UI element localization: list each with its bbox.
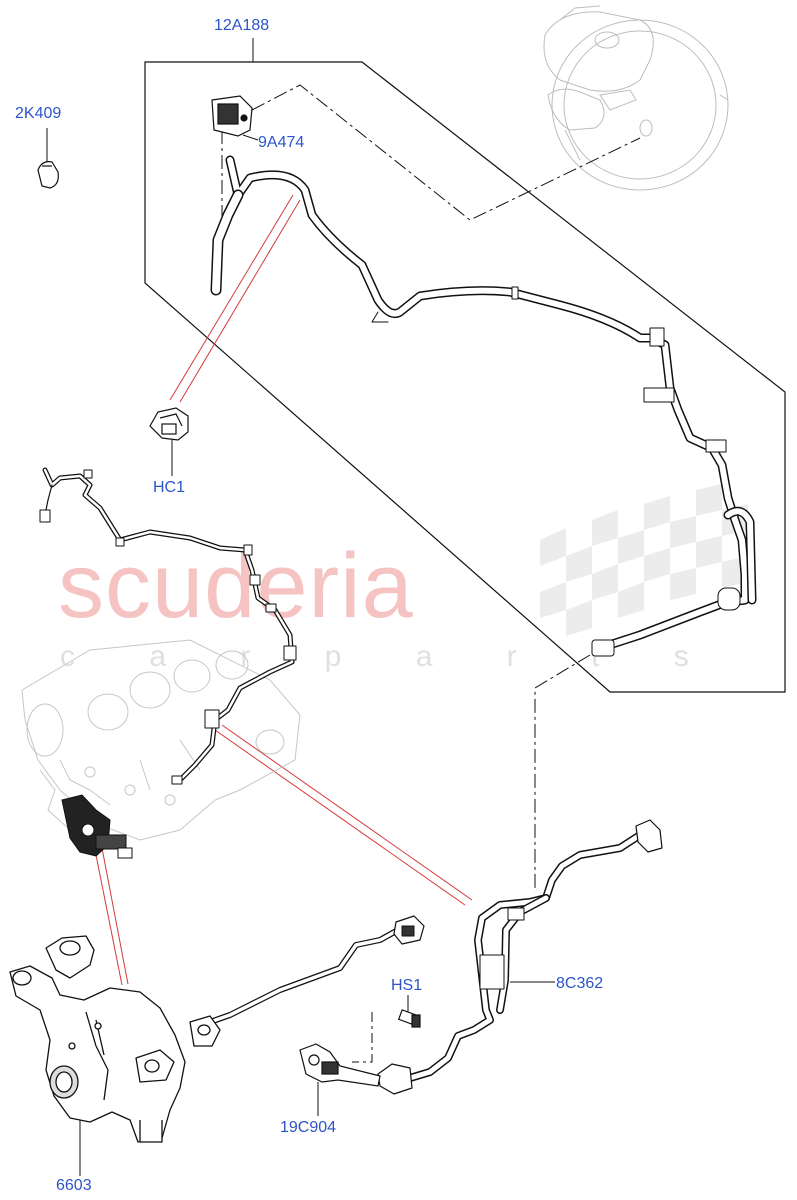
engine-block-ghost [21, 639, 301, 841]
callout-19C904[interactable]: 19C904 [280, 1119, 337, 1136]
sensor-harness-8C362 [377, 819, 663, 1095]
callout-12A188[interactable]: 12A188 [214, 17, 270, 34]
callout-8C362[interactable]: 8C362 [556, 975, 604, 992]
clip-2K409 [37, 161, 59, 189]
dashdot-sensor-to-booster [251, 84, 641, 221]
red-leader-lines [94, 194, 473, 986]
vacuum-sensor-9A474 [211, 95, 253, 137]
callout-HC1[interactable]: HC1 [153, 479, 186, 496]
callout-9A474[interactable]: 9A474 [258, 134, 305, 151]
callout-2K409[interactable]: 2K409 [15, 105, 62, 122]
wheel-speed-sensor-19C904 [299, 1043, 381, 1087]
leader-9A474 [242, 134, 259, 141]
knuckle-sensor-cable [207, 915, 425, 1025]
brake-booster-ghost [543, 5, 729, 191]
checkered-flag-icon [540, 484, 748, 636]
group-outline [144, 61, 786, 693]
steering-knuckle-6603 [9, 935, 221, 1143]
callout-HS1[interactable]: HS1 [391, 977, 423, 994]
screw-HS1 [397, 1009, 421, 1028]
engine-harness [39, 467, 297, 785]
dashdot-harness-join [534, 654, 591, 892]
vacuum-hose-assembly [210, 155, 757, 657]
dashdot-HS1 [352, 1012, 373, 1063]
callout-6603[interactable]: 6603 [56, 1177, 92, 1194]
watermark-brand: scuderia [58, 535, 414, 637]
engine-sensor-cluster [61, 794, 133, 859]
clip-HC1 [149, 407, 189, 441]
watermark-sub: c a r p a r t s [60, 640, 722, 673]
